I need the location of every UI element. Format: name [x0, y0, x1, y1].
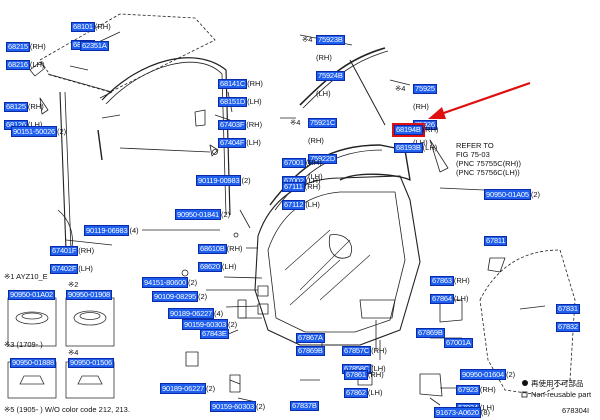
- reference-note: REFER TO FIG 75-03 (PNC 75755C(RH)) (PNC…: [456, 141, 522, 177]
- legend-nonreusable-en: Non-reusable part: [531, 390, 592, 399]
- part-90109-08295[interactable]: 90109-08295(2): [152, 291, 208, 302]
- part-62351A[interactable]: 62351A: [80, 41, 109, 51]
- part-number-tag[interactable]: 68151D: [218, 97, 248, 107]
- part-number-tag[interactable]: 67001: [282, 158, 306, 168]
- part-number-tag[interactable]: 68125: [4, 102, 28, 112]
- door-frame: [269, 144, 411, 206]
- part-90950-01A05[interactable]: 90950-01A05(2): [484, 189, 541, 200]
- part-90151-50026[interactable]: 90151-50026(2): [11, 126, 67, 137]
- part-number-tag[interactable]: 75921C: [308, 118, 338, 128]
- part-number-tag[interactable]: 68610B: [198, 244, 227, 254]
- part-number-tag[interactable]: 75923B: [316, 35, 345, 45]
- part-90159-60303-lower[interactable]: 90159-60303(2): [210, 401, 266, 412]
- part-number-tag[interactable]: 67403F: [218, 120, 247, 130]
- inset-label-5: ※5 (1905- ) W/O color code 212, 213.: [4, 405, 130, 414]
- part-90189-06227-upper[interactable]: 90189-06227(4): [168, 308, 224, 319]
- part-number-tag[interactable]: 75924B: [316, 71, 345, 81]
- part-90950-01888[interactable]: 90950-01888: [10, 358, 57, 368]
- fig-reference-link[interactable]: FIG 75-03: [456, 150, 490, 159]
- part-67863-67864[interactable]: 67863(RH) 67864(LH): [430, 276, 470, 304]
- part-number-tag[interactable]: 67862: [344, 388, 368, 398]
- part-75921C-75922D[interactable]: ※4 75921C(RH) 75922D(LH): [290, 118, 338, 181]
- part-number-tag-highlighted[interactable]: 68194B: [392, 123, 425, 137]
- part-number-tag[interactable]: 68101: [71, 22, 95, 32]
- part-68610B-68620[interactable]: 68610B(RH) 68620(LH): [198, 244, 243, 272]
- part-90159-60303-upper[interactable]: 90159-60303(2): [182, 319, 238, 330]
- part-number-tag[interactable]: 67831: [556, 304, 580, 314]
- inset-label-3: ※3 (1709- ): [4, 340, 43, 349]
- part-number-tag[interactable]: 67857C: [342, 346, 372, 356]
- part-number-tag[interactable]: 68215: [6, 42, 30, 52]
- part-67001A[interactable]: 67001A: [444, 338, 473, 348]
- part-67861-67862[interactable]: 67861(RH) 67862(LH): [344, 370, 384, 398]
- part-number-tag[interactable]: 68216: [6, 60, 30, 70]
- part-67837B[interactable]: 67837B: [290, 401, 319, 411]
- part-number-tag[interactable]: 68620: [198, 262, 222, 272]
- part-67869B-right[interactable]: 67869B: [416, 328, 445, 338]
- part-90950-01841[interactable]: 90950-01841(2): [175, 209, 231, 220]
- part-67843E[interactable]: 67843E: [200, 329, 229, 339]
- part-68215-68216[interactable]: 68215(RH) 68216(LH): [6, 42, 46, 70]
- part-number-tag[interactable]: 67832: [556, 322, 580, 332]
- model-note: ※1 AYZ10_E: [4, 272, 48, 281]
- part-number-tag[interactable]: 67863: [430, 276, 454, 286]
- part-67867A[interactable]: 67867A: [296, 333, 325, 343]
- part-number-tag[interactable]: 75922D: [308, 154, 338, 164]
- part-90950-01A02[interactable]: 90950-01A02: [8, 290, 55, 300]
- inset-label-4: ※4: [68, 348, 79, 357]
- part-90950-01506[interactable]: 90950-01506: [68, 358, 115, 368]
- part-67111-67112[interactable]: 67111(RH) 67112(LH): [282, 182, 321, 210]
- part-67403F-67404F[interactable]: 67403F(RH) 67404F(LH): [218, 120, 263, 148]
- belt-moulding: [299, 47, 386, 106]
- part-75925-75926[interactable]: ※4 75925(RH) 75926(LH): [395, 84, 437, 147]
- part-67831-67832[interactable]: 67831 67832: [556, 298, 580, 334]
- part-number-tag[interactable]: 67112: [282, 200, 306, 210]
- glass-run: [101, 57, 231, 216]
- part-number-tag[interactable]: 67111: [282, 182, 305, 192]
- part-number-tag[interactable]: 67861: [344, 370, 368, 380]
- door-panel: [254, 175, 421, 346]
- part-90119-06983[interactable]: 90119-06983(4): [84, 225, 139, 236]
- part-90119-00983[interactable]: 90119-00983(2): [196, 175, 251, 186]
- part-67001-67002[interactable]: 67001(RH) 67002(LH): [282, 158, 322, 186]
- part-67811[interactable]: 67811: [484, 236, 508, 246]
- door-glass: [39, 13, 216, 93]
- part-number-tag[interactable]: 67401F: [50, 246, 79, 256]
- part-91673-A0620[interactable]: 91673-A0620(8): [434, 407, 491, 418]
- legend-nonreusable-jp: 再使用不可部品: [531, 379, 584, 388]
- inset-label-2: ※2: [68, 280, 79, 289]
- part-67869B-left[interactable]: 67869B: [296, 346, 325, 356]
- part-number-tag[interactable]: 68193B: [394, 143, 423, 153]
- highlight-arrow: [428, 81, 531, 119]
- part-90950-01604[interactable]: 90950-01604(2): [460, 369, 516, 380]
- part-68194B-68193B[interactable]: 68194B(RH) 68193B(LH): [392, 123, 439, 153]
- part-67401F-67402F[interactable]: 67401F(RH) 67402F(LH): [50, 246, 95, 274]
- door-trim-board: [479, 249, 576, 396]
- part-number-tag[interactable]: 67864: [430, 294, 454, 304]
- part-90950-01908[interactable]: 90950-01908: [66, 290, 113, 300]
- part-number-tag[interactable]: 68141C: [218, 79, 248, 89]
- part-number-tag[interactable]: 75925: [413, 84, 437, 94]
- part-68141C-68151D[interactable]: 68141C(RH) 68151D(LH): [218, 79, 263, 107]
- part-number-tag[interactable]: 67404F: [218, 138, 247, 148]
- part-94151-80600[interactable]: 94151-80600(2): [142, 277, 198, 288]
- figure-id: 678304I: [562, 406, 590, 415]
- part-number-tag[interactable]: 67402F: [50, 264, 79, 274]
- part-90189-06227-lower[interactable]: 90189-06227(2): [160, 383, 216, 394]
- part-75923B-75924B[interactable]: ※4 75923B(RH) 75924B(LH): [302, 35, 345, 98]
- part-number-tag[interactable]: 67923: [456, 385, 480, 395]
